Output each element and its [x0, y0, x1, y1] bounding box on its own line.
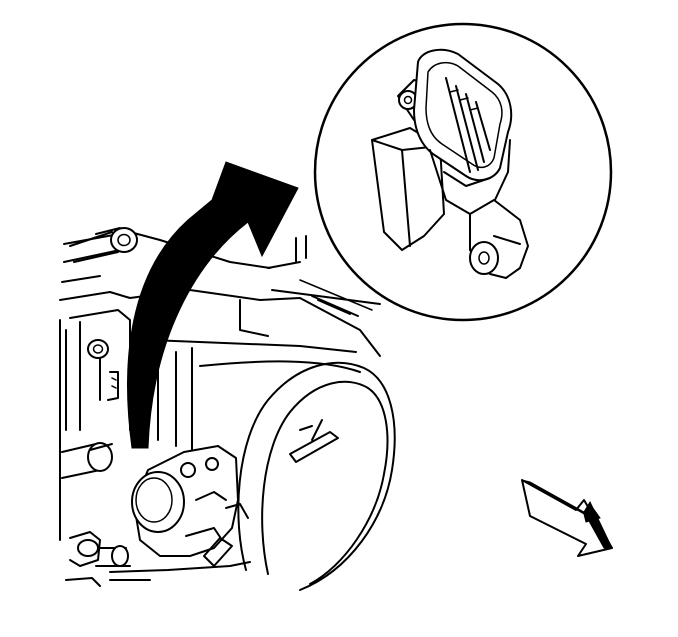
detail-leader-lines [267, 235, 381, 317]
forward-direction-arrow [521, 479, 613, 557]
throttle-position-sensor [131, 445, 249, 567]
throttle-body [59, 227, 396, 591]
curved-pointer-arrow [127, 161, 299, 449]
sensor-detail-callout [313, 22, 613, 322]
sensor-detail-part [371, 48, 529, 279]
